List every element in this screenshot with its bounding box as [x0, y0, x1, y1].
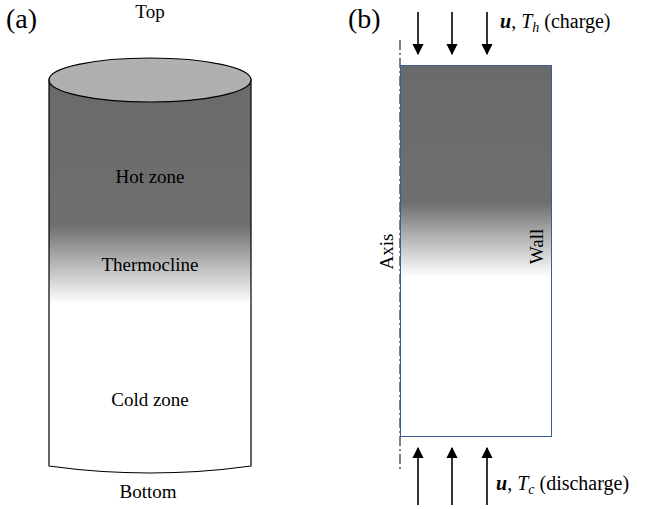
charge-label: u, Th (charge)	[500, 10, 611, 35]
tank-section: AxisWall	[400, 65, 552, 437]
panel-label: (b)	[348, 4, 381, 35]
bottom-label: Bottom	[119, 482, 176, 503]
panel-label: (a)	[6, 4, 37, 35]
charge-arrows	[418, 12, 487, 54]
wall-label: Wall	[528, 228, 549, 263]
zone-label: Hot zone	[115, 167, 184, 188]
storage-tank: Hot zoneThermoclineCold zone	[48, 56, 252, 476]
axis-label: Axis	[377, 233, 398, 269]
cylinder-body	[49, 80, 251, 473]
zone-label: Cold zone	[111, 390, 189, 411]
zone-label: Thermocline	[101, 255, 198, 276]
discharge-label: u, Tc (discharge)	[496, 472, 629, 497]
discharge-arrows	[418, 448, 487, 505]
cylinder-top	[49, 58, 251, 102]
top-label: Top	[135, 2, 164, 23]
